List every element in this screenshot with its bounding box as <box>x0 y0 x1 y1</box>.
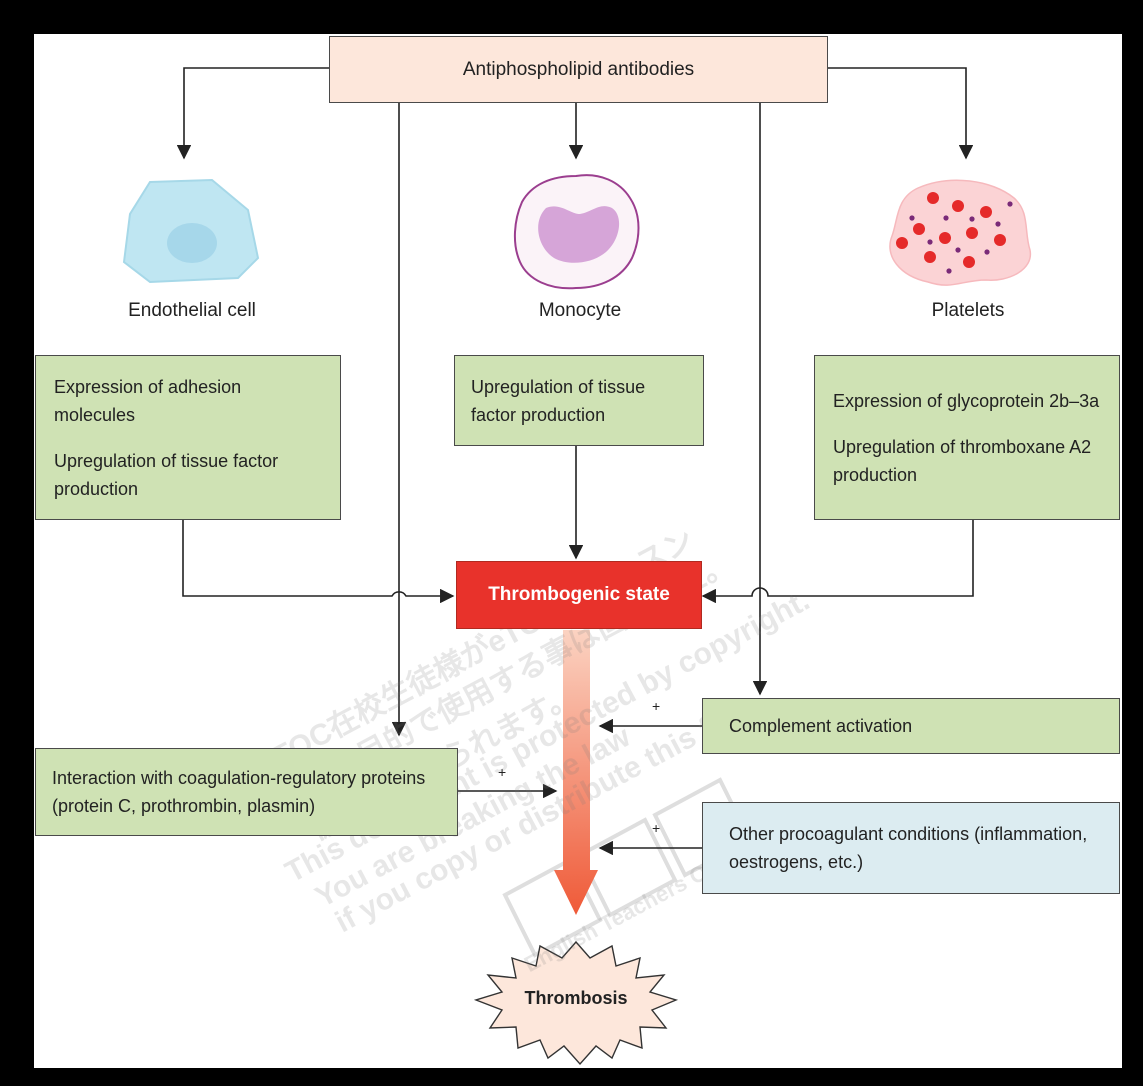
platelets-label: Platelets <box>931 300 1005 321</box>
plus-sign: + <box>652 820 661 836</box>
thrombogenic-state-box: Thrombogenic state <box>456 561 702 629</box>
arrow-to-endothelial <box>176 67 330 160</box>
interaction-label: Interaction with coagulation-regulatory … <box>52 768 426 816</box>
thrombosis-label: Thrombosis <box>524 988 628 1008</box>
plus-sign: + <box>652 698 661 714</box>
other-conditions-label: Other procoagulant conditions (inflammat… <box>729 824 1088 872</box>
thrombosis-starburst <box>473 940 679 1066</box>
arrow-endothelial-to-state <box>182 520 455 604</box>
monocyte-effects-box: Upregulation of tissue factor production <box>454 355 704 446</box>
endothelial-effects-box: Expression of adhesion molecules Upregul… <box>35 355 341 520</box>
effect-text: Expression of adhesion molecules <box>54 376 242 425</box>
thrombogenic-state-label: Thrombogenic state <box>488 584 670 605</box>
thrombosis-label-box: Thrombosis <box>496 980 656 1016</box>
complement-activation-box: Complement activation <box>702 698 1120 754</box>
monocyte-icon <box>514 174 640 290</box>
platelets-effects-box: Expression of glycoprotein 2b–3a Upregul… <box>814 355 1120 520</box>
interaction-box: Interaction with coagulation-regulatory … <box>35 748 458 836</box>
arrow-to-platelets <box>827 67 974 160</box>
platelets-icon <box>889 179 1032 286</box>
thrombosis-pathway-arrow <box>554 630 598 915</box>
other-procoagulant-box: Other procoagulant conditions (inflammat… <box>702 802 1120 894</box>
effect-text: Upregulation of thromboxane A2 productio… <box>833 436 1092 485</box>
monocyte-label: Monocyte <box>538 300 622 321</box>
complement-label: Complement activation <box>729 716 913 736</box>
endothelial-cell-icon <box>122 178 260 284</box>
arrow-platelets-to-state <box>701 520 974 604</box>
endothelial-cell-label: Endothelial cell <box>128 300 256 321</box>
effect-text: Upregulation of tissue factor production <box>54 450 279 499</box>
effect-text: Upregulation of tissue factor production <box>471 376 646 425</box>
effect-text: Expression of glycoprotein 2b–3a <box>833 390 1100 411</box>
plus-sign: + <box>498 764 507 780</box>
antiphospholipid-antibodies-box: Antiphospholipid antibodies <box>329 36 828 103</box>
source-label: Antiphospholipid antibodies <box>462 58 695 80</box>
